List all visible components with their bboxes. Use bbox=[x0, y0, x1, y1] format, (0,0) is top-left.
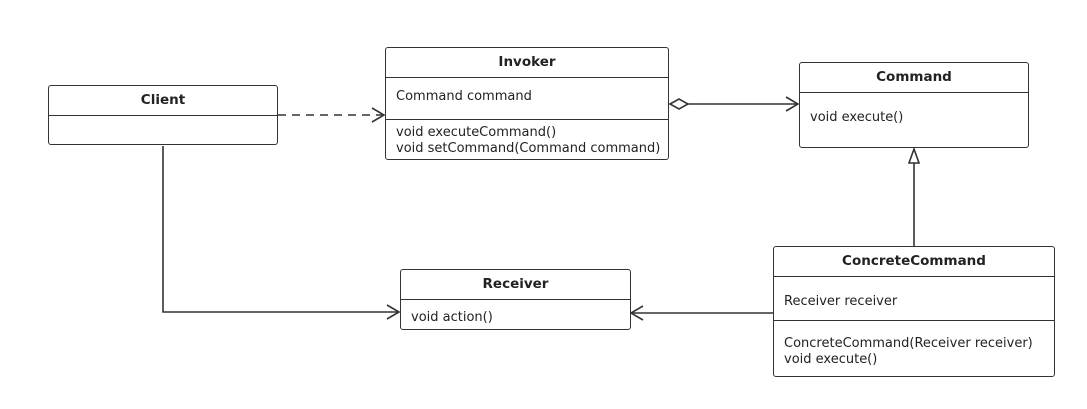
method: void executeCommand() bbox=[396, 125, 557, 140]
class-receiver-title: Receiver bbox=[401, 270, 630, 300]
edge-concrete-command bbox=[907, 146, 921, 246]
method: void setCommand(Command command) bbox=[396, 141, 661, 156]
method: void execute() bbox=[784, 352, 878, 367]
class-invoker[interactable]: Invoker Command command void executeComm… bbox=[385, 47, 669, 160]
class-client[interactable]: Client bbox=[48, 85, 278, 145]
class-client-body bbox=[49, 116, 277, 145]
class-concrete-command-attributes: Receiver receiver bbox=[774, 277, 1054, 321]
class-command-methods: void execute() bbox=[800, 93, 1028, 126]
class-invoker-methods: void executeCommand() void setCommand(Co… bbox=[386, 120, 668, 157]
class-concrete-command[interactable]: ConcreteCommand Receiver receiver Concre… bbox=[773, 246, 1055, 377]
class-concrete-command-methods: ConcreteCommand(Receiver receiver) void … bbox=[774, 321, 1054, 368]
class-receiver-methods: void action() bbox=[401, 300, 630, 326]
class-command[interactable]: Command void execute() bbox=[799, 62, 1029, 148]
attribute: Receiver receiver bbox=[784, 294, 898, 309]
edge-client-invoker bbox=[278, 107, 386, 123]
method: void action() bbox=[411, 310, 493, 325]
class-command-title: Command bbox=[800, 63, 1028, 93]
class-client-title: Client bbox=[49, 86, 277, 116]
edge-concrete-receiver bbox=[629, 305, 773, 321]
class-receiver[interactable]: Receiver void action() bbox=[400, 269, 631, 330]
class-invoker-title: Invoker bbox=[386, 48, 668, 78]
edge-client-receiver bbox=[162, 146, 401, 320]
method: void execute() bbox=[810, 110, 904, 125]
class-invoker-attributes: Command command bbox=[386, 78, 668, 120]
attribute: Command command bbox=[396, 89, 532, 104]
edge-invoker-command bbox=[668, 96, 800, 112]
class-concrete-command-title: ConcreteCommand bbox=[774, 247, 1054, 277]
method: ConcreteCommand(Receiver receiver) bbox=[784, 336, 1033, 351]
